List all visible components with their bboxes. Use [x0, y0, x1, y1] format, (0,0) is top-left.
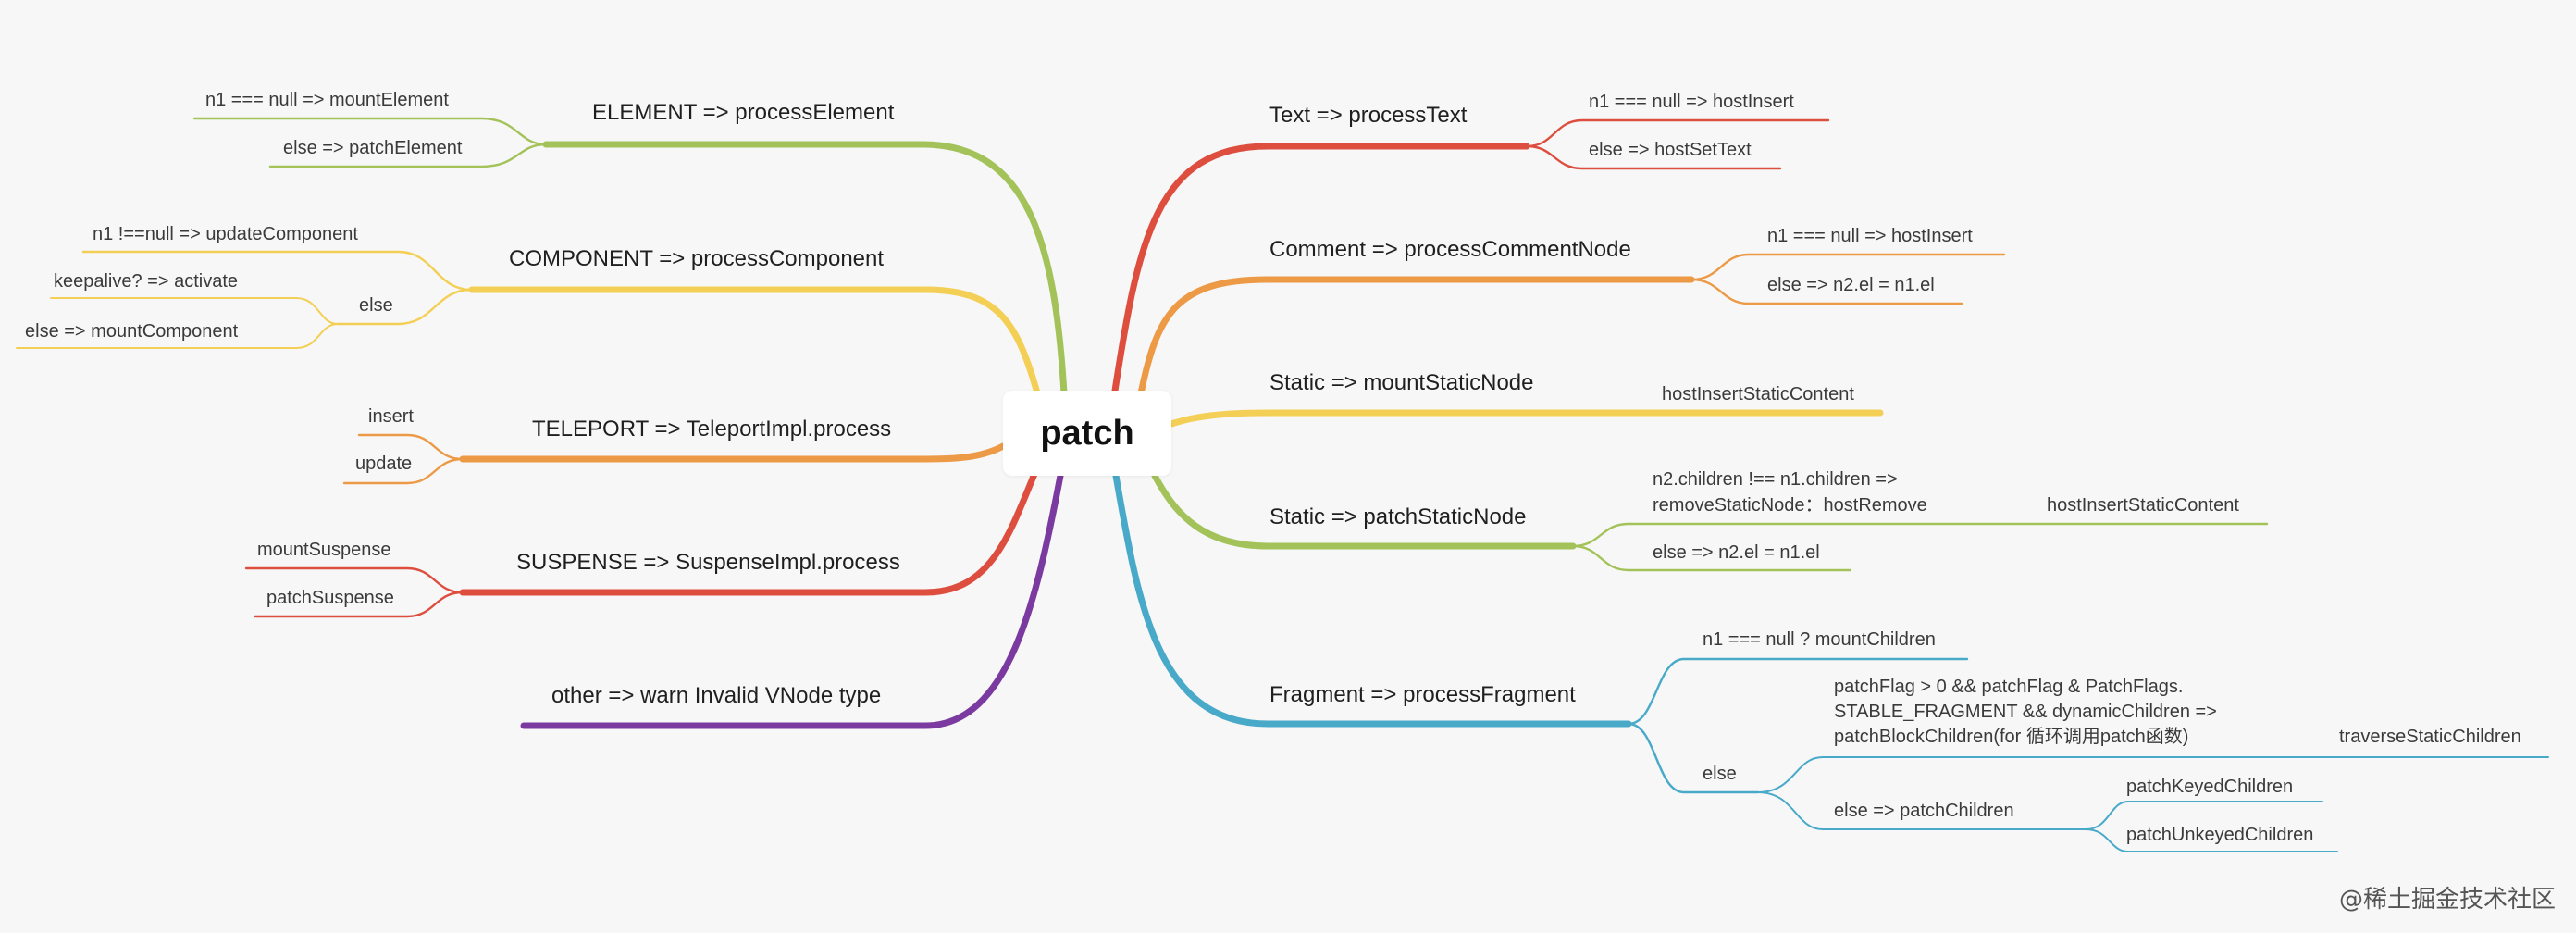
branch-suspense-lines — [244, 470, 1038, 618]
node-fragment-else[interactable]: else — [1703, 764, 1737, 784]
node-patch-static-el[interactable]: else => n2.el = n1.el — [1653, 542, 1820, 563]
node-fragment-mount-children[interactable]: n1 === null ? mountChildren — [1703, 629, 1936, 650]
node-text[interactable]: Text => processText — [1269, 103, 1468, 128]
branch-text-lines — [1111, 118, 1830, 394]
node-fragment-block-l1[interactable]: patchFlag > 0 && patchFlag & PatchFlags. — [1834, 677, 2184, 697]
node-text-insert[interactable]: n1 === null => hostInsert — [1589, 92, 1794, 112]
node-suspense[interactable]: SUSPENSE => SuspenseImpl.process — [516, 550, 900, 575]
branch-patch-static-lines — [1151, 472, 2269, 572]
node-comment-el[interactable]: else => n2.el = n1.el — [1767, 275, 1935, 295]
watermark: @稀土掘金技术社区 — [2338, 886, 2556, 914]
root-node[interactable]: patch — [1003, 391, 1171, 476]
node-fragment-unkeyed[interactable]: patchUnkeyedChildren — [2126, 825, 2314, 845]
node-suspense-mount[interactable]: mountSuspense — [257, 540, 391, 560]
node-fragment[interactable]: Fragment => processFragment — [1269, 682, 1576, 707]
node-mount-static-content[interactable]: hostInsertStaticContent — [1662, 384, 1854, 404]
node-teleport[interactable]: TELEPORT => TeleportImpl.process — [532, 417, 892, 442]
node-fragment-patch-children[interactable]: else => patchChildren — [1834, 801, 2014, 821]
node-component-keepalive[interactable]: keepalive? => activate — [54, 271, 239, 292]
branch-component-lines — [16, 250, 1042, 400]
node-text-settext[interactable]: else => hostSetText — [1589, 140, 1752, 160]
node-fragment-traverse[interactable]: traverseStaticChildren — [2339, 727, 2521, 747]
node-patch-static-remove-l1[interactable]: n2.children !== n1.children => — [1653, 469, 1898, 490]
node-suspense-patch[interactable]: patchSuspense — [266, 588, 394, 608]
node-patch-static[interactable]: Static => patchStaticNode — [1269, 504, 1527, 529]
node-comment[interactable]: Comment => processCommentNode — [1269, 237, 1631, 262]
node-patch-static-insert-content[interactable]: hostInsertStaticContent — [2047, 495, 2239, 516]
node-component[interactable]: COMPONENT => processComponent — [509, 246, 885, 271]
branch-teleport-lines — [342, 433, 1007, 485]
branch-other-lines — [520, 472, 1064, 729]
node-element-patch[interactable]: else => patchElement — [283, 138, 463, 158]
branch-fragment-lines — [1112, 472, 2549, 852]
branch-element-lines — [192, 117, 1068, 397]
node-element-mount[interactable]: n1 === null => mountElement — [205, 90, 449, 110]
node-teleport-update[interactable]: update — [355, 454, 413, 474]
node-patch-static-remove-l2[interactable]: removeStaticNode：hostRemove — [1653, 495, 1927, 516]
node-mount-static[interactable]: Static => mountStaticNode — [1269, 370, 1534, 395]
root-label: patch — [1040, 413, 1134, 453]
node-fragment-block-l3[interactable]: patchBlockChildren(for 循环调用patch函数) — [1834, 727, 2189, 747]
branch-comment-lines — [1136, 253, 2006, 402]
node-comment-insert[interactable]: n1 === null => hostInsert — [1767, 226, 1973, 246]
node-component-else[interactable]: else — [359, 295, 393, 316]
node-fragment-block-l2[interactable]: STABLE_FRAGMENT && dynamicChildren => — [1834, 702, 2217, 722]
node-other[interactable]: other => warn Invalid VNode type — [551, 683, 882, 708]
node-component-mount[interactable]: else => mountComponent — [25, 321, 239, 342]
node-fragment-keyed[interactable]: patchKeyedChildren — [2126, 777, 2294, 797]
node-element[interactable]: ELEMENT => processElement — [592, 100, 895, 125]
node-component-update[interactable]: n1 !==null => updateComponent — [93, 224, 358, 244]
node-teleport-insert[interactable]: insert — [368, 406, 414, 427]
branch-mount-static-lines — [1168, 409, 1884, 428]
